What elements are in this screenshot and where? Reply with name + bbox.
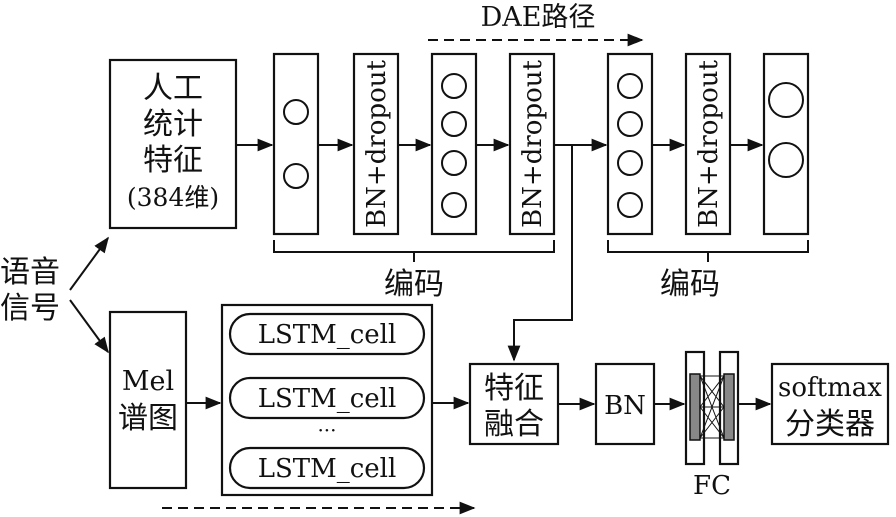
encode-label-right: 编码 [660,267,720,302]
bn-dropout-block-1 [352,52,400,236]
lstm-cell-label-1: LSTM_cell [258,320,397,350]
handcrafted-line2: 统计 [143,107,203,142]
lstm-cell [228,376,426,420]
arrow-input-to-mel [69,299,109,354]
bn-label: BN [604,391,646,421]
input-label-line2: 信号 [0,291,60,326]
lstm-ellipsis: ··· [317,418,336,442]
bn-dropout-block-3 [684,52,732,236]
input-label-line1: 语音 [0,255,60,290]
bn-dropout-label-2: BN+dropout [518,60,548,228]
neuron-node [441,192,467,218]
softmax-line1: softmax [778,373,882,403]
handcrafted-line1: 人工 [143,71,203,106]
bn-dropout-block-2 [508,52,556,236]
fusion-line2: 融合 [484,407,544,442]
lstm-cell-label-3: LSTM_cell [258,454,397,484]
neuron-node [441,73,467,99]
mel-spectrogram-box [108,310,188,490]
handcrafted-line4: (384维) [127,183,219,212]
lstm-cell [228,446,426,490]
neuron-node [768,82,804,118]
softmax-classifier-box [770,362,890,446]
fc-connections [699,375,725,439]
neuron-node [617,150,643,176]
lstm-cell [228,312,426,356]
bn-dropout-label-1: BN+dropout [362,60,392,228]
encode-label-left: 编码 [384,267,444,302]
fc-label: FC [693,471,731,501]
neuron-node [617,192,643,218]
fc-bar-right [723,373,735,441]
encode-brace-right [607,240,809,262]
mel-line1: Mel [122,366,174,397]
dae-input-layer [272,52,320,236]
feature-fusion-box [468,362,560,446]
handcrafted-line3: 特征 [143,143,203,178]
neuron-node [283,99,309,125]
neuron-node [617,111,643,137]
fusion-line1: 特征 [484,371,544,406]
arrow-input-to-handcrafted [69,236,109,291]
arrow-dae-to-fusion [507,145,573,362]
dae-path-label: DAE路径 [481,2,596,33]
handcrafted-features-box [108,58,238,230]
mel-line2: 谱图 [118,401,178,436]
encode-brace-left [273,240,555,262]
lstm-cell-label-2: LSTM_cell [258,384,397,414]
fc-bar-left [689,373,701,441]
neuron-node [768,142,804,178]
neuron-node [617,73,643,99]
bn-dropout-label-3: BN+dropout [694,60,724,228]
neuron-node [441,111,467,137]
neuron-node [283,163,309,189]
neuron-node [441,150,467,176]
softmax-line2: 分类器 [785,407,875,442]
